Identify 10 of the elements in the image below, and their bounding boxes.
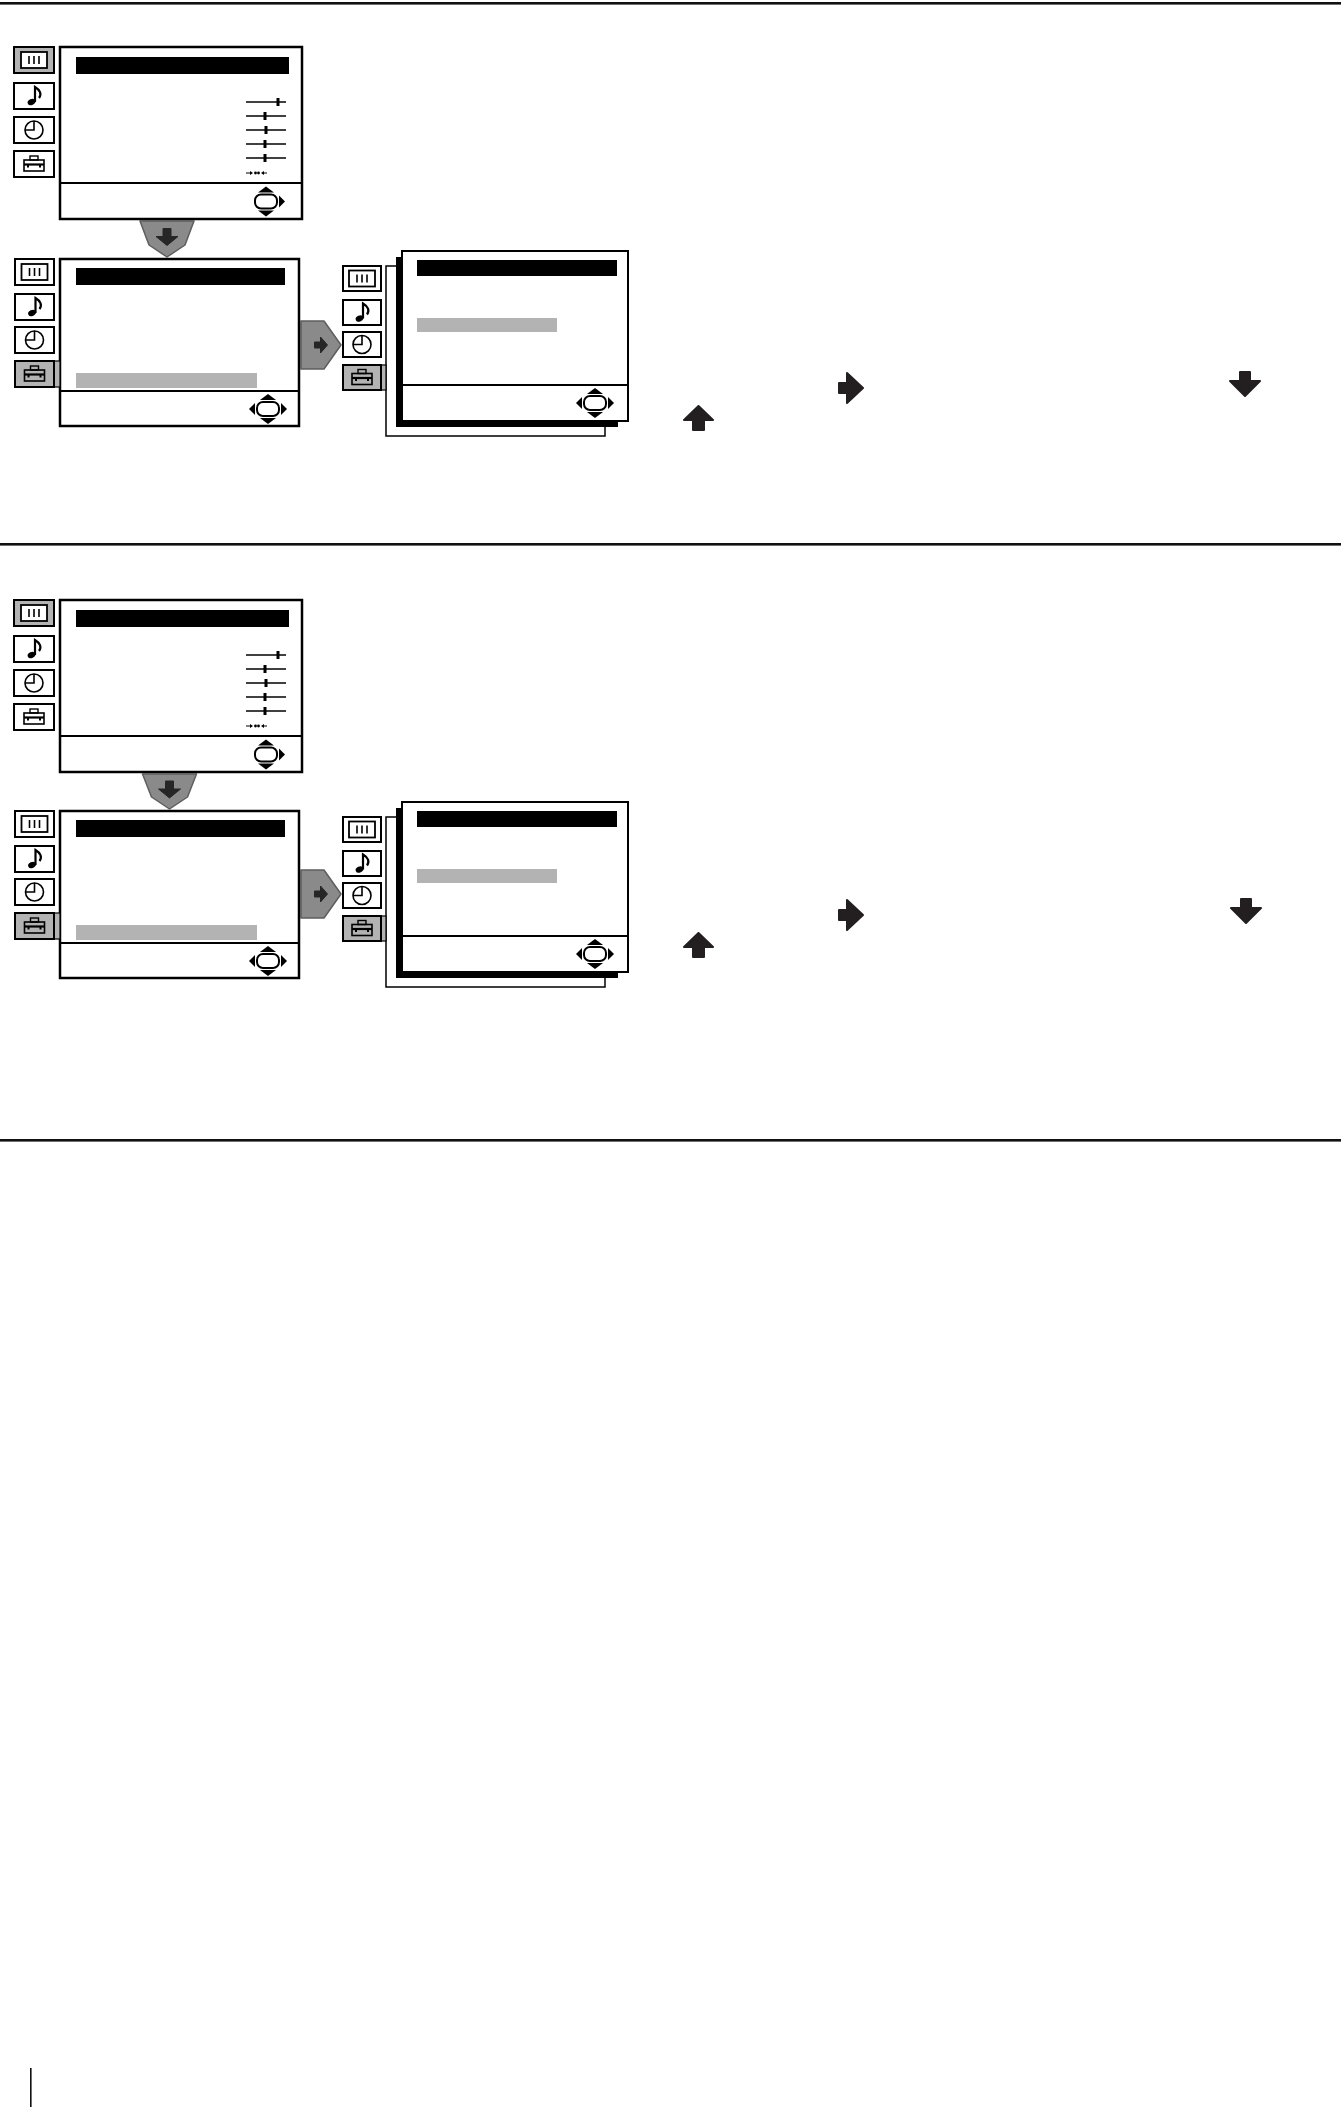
chevron-arrow [300, 320, 342, 370]
chevron-arrow [141, 773, 198, 810]
menu-screen [12, 45, 304, 221]
chevron-arrow [139, 220, 195, 258]
menu-screen [12, 598, 304, 774]
menu-screen [341, 249, 630, 438]
chevron-arrow [300, 869, 342, 919]
menu-screen [341, 800, 630, 989]
menu-screen [13, 257, 301, 428]
menu-screen [13, 809, 301, 980]
